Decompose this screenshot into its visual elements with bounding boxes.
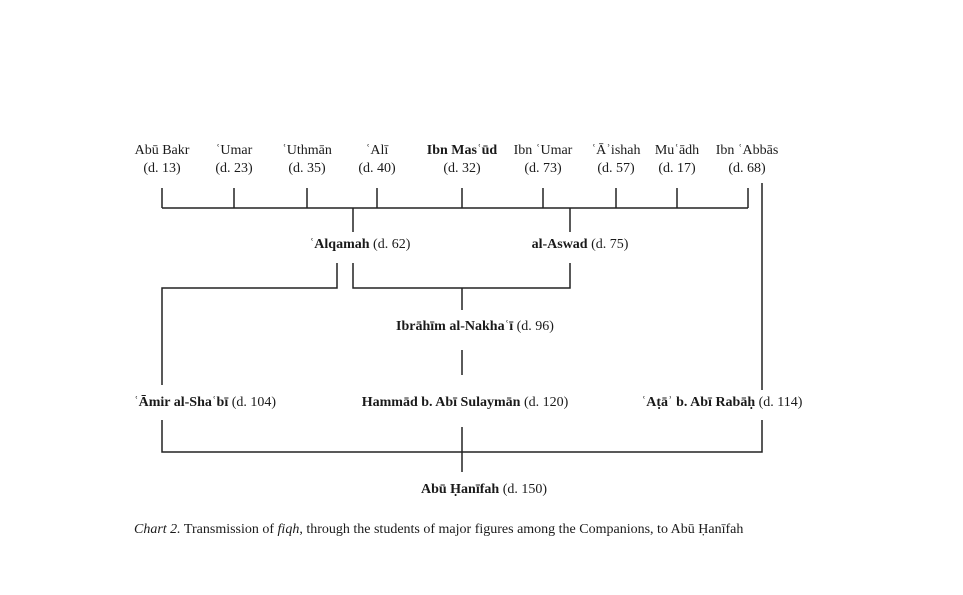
node-aswad: al-Aswad (d. 75)	[531, 237, 629, 252]
companion-umar: ʿUmar(d. 23)	[215, 143, 253, 176]
alqamah-to-shabi	[161, 263, 338, 385]
companion-aishah: ʿĀʾishah(d. 57)	[591, 143, 641, 176]
node-ata: ʿAṭāʾ b. Abī Rabāḥ (d. 114)	[641, 395, 803, 410]
node-abu-hanifah: Abū Ḥanīfah (d. 150)	[420, 482, 548, 497]
companion-abu-bakr: Abū Bakr(d. 13)	[134, 143, 190, 176]
companion-ali: ʿAlī(d. 40)	[358, 143, 396, 176]
node-nakhai: Ibrāhīm al-Nakhaʿī (d. 96)	[396, 319, 554, 334]
companion-ticks	[161, 188, 749, 208]
companion-ibn-abbas: Ibn ʿAbbās(d. 68)	[715, 143, 779, 176]
alqamah-aswad-to-nakhai	[352, 263, 571, 289]
companion-muadh: Muʿādh(d. 17)	[654, 143, 700, 176]
node-hammad: Hammād b. Abī Sulaymān (d. 120)	[361, 395, 569, 410]
figure-caption: Chart 2. Transmission of fiqh, through t…	[134, 522, 744, 537]
node-alqamah: ʿAlqamah (d. 62)	[309, 237, 411, 252]
node-shabi: ʿĀmir al-Shaʿbī (d. 104)	[133, 395, 277, 410]
companion-uthman: ʿUthmān(d. 35)	[282, 143, 332, 176]
companion-ibn-umar: Ibn ʿUmar(d. 73)	[513, 143, 573, 176]
companion-ibn-masud: Ibn Masʿūd(d. 32)	[426, 143, 498, 176]
